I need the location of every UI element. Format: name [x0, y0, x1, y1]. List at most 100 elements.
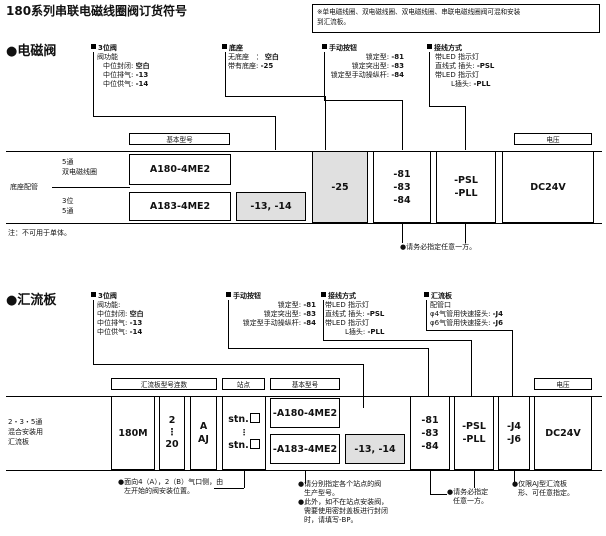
leader-line [471, 340, 472, 396]
leader-line [93, 364, 363, 365]
table-rule [6, 151, 602, 152]
station-slot-1[interactable]: stn. [228, 412, 260, 428]
s2-fn3-l1: ●请务必指定 [447, 488, 489, 496]
s2-wiring-l4-label: L插头: [345, 328, 368, 336]
manual-code-84: -84 [393, 194, 411, 206]
base-code: -25 [331, 181, 349, 193]
s1-pos-l3-code: -13 [135, 71, 149, 79]
s2-pos-l4-code: -14 [129, 328, 143, 336]
model-a180-box-2: -A180-4ME2 [270, 398, 340, 428]
s1-wiring-l2-label: 直线式 插头: [435, 62, 477, 70]
header-basic-model-2: 基本型号 [270, 378, 340, 390]
s1-wiring-l2-code: -PSL [476, 62, 495, 70]
s1-base-l2-code: -25 [260, 62, 274, 70]
wiring-code-pll-2: -PLL [462, 434, 486, 445]
s2-footnote-pick: ●请务必指定 任意一方。 [447, 488, 489, 506]
s1-base-l1-colon: ： [255, 53, 263, 61]
leader-line [426, 330, 512, 331]
s2-manual-group: 手动按钮 锁定型: -81 锁定突出型: -83 锁定型手动操纵杆: -84 [226, 292, 316, 328]
s1-base-l1-code: 空白 [264, 53, 279, 61]
s1-pos-l2-code: 空白 [135, 62, 150, 70]
s2-wiring-group: 接线方式 带LED 指示灯 直线式 插头: -PSL 带LED 指示灯 L插头:… [321, 292, 384, 337]
s1-pos-l1: 阀功能 [97, 53, 118, 61]
s2-manual-l3-label: 锁定型手动操纵杆: [242, 319, 304, 327]
leader-line [324, 52, 325, 100]
station-slot-2[interactable]: stn. [228, 438, 260, 454]
manifold-180m-box: 180M [111, 396, 155, 470]
manual-code-81: -81 [393, 168, 411, 180]
voltage-box: DC24V [502, 151, 594, 223]
note-box: ※单电磁线圈、双电磁线圈、双电磁线圈、串联电磁线圈阀可混和安装 到汇流板。 [312, 4, 600, 33]
s1-wiring-l4-label: L插头: [451, 80, 474, 88]
square-bullet-icon [222, 44, 227, 49]
leader-line [474, 470, 475, 494]
voltage-box-2: DC24V [534, 396, 592, 470]
station-checkbox-icon[interactable] [249, 413, 260, 423]
s2-manifold-group: 汇流板 配管口 φ4气管用快速接头: -J4 φ6气管用快速接头: -J6 [424, 292, 503, 328]
model-a180: A180-4ME2 [149, 164, 211, 175]
manifold-code-180m: 180M [118, 427, 148, 439]
s2-left-label-1: 2・3・5通 [8, 418, 43, 426]
model-a180-box: A180-4ME2 [129, 154, 231, 185]
page-title: 180系列串联电磁线圈阀订货符号 [6, 4, 188, 18]
s2-manifold-l2-label: φ4气管用快速接头: [430, 310, 493, 318]
s2-fn4-l2: 形、可任意指定。 [518, 489, 574, 497]
model-a183-box: A183-4ME2 [129, 192, 231, 221]
model-a183-box-2: -A183-4ME2 [270, 434, 340, 464]
leader-line [93, 52, 94, 116]
header-voltage: 电压 [514, 133, 592, 145]
s1-position-group: 3位阀 阀功能 中位封闭: 空白 中位排气: -13 中位供气: -14 [91, 44, 150, 89]
s1-wiring-title: 接线方式 [434, 44, 462, 52]
manual-code-81-2: -81 [421, 414, 439, 426]
units-dots: ⋮ [167, 427, 177, 438]
s1-pos-l4-code: -14 [135, 80, 149, 88]
leader-line [363, 364, 364, 408]
s2-wiring-l2-label: 直线式 插头: [325, 310, 367, 318]
s1-pos-l3-label: 中位排气: [103, 71, 136, 79]
s1-base-l1-label: 无底座 [228, 53, 249, 61]
s2-pos-l3-code: -13 [129, 319, 143, 327]
s2-position-group: 3位阀 阀功能: 中位封闭: 空白 中位排气: -13 中位供气: -14 [91, 292, 144, 337]
center-function-box: -13, -14 [236, 192, 306, 221]
s1-wiring-l1: 带LED 指示灯 [435, 53, 479, 61]
s2-manifold-l3-code: -J6 [492, 319, 504, 327]
s2-fn2-l2: 生产型号。 [304, 489, 339, 497]
wiring-code-box: -PSL -PLL [436, 151, 496, 223]
s2-manual-l3-code: -84 [303, 319, 316, 327]
s2-manifold-l2-code: -J4 [492, 310, 504, 318]
s2-wiring-l2-code: -PSL [366, 310, 385, 318]
wiring-code-psl: -PSL [454, 175, 478, 186]
s1-note-single: 注：不可用于单体。 [8, 229, 71, 237]
type-aj: AJ [198, 434, 209, 445]
s1-manual-l3-label: 锁定型手动操纵杆: [330, 71, 392, 79]
s2-pos-l4-label: 中位供气: [97, 328, 130, 336]
s1-left-label-double: 双电磁线圈 [62, 168, 97, 176]
section-manifold-heading: ●汇流板 [6, 293, 57, 308]
model-a183: A183-4ME2 [149, 201, 211, 212]
s2-wiring-title: 接线方式 [328, 292, 356, 300]
table-rule [6, 396, 602, 397]
leader-line [323, 340, 471, 341]
s2-fn1-l1: ●面向4（A），2（B）气口侧，由 [118, 478, 224, 486]
units-min: 2 [168, 415, 176, 426]
s1-pos-title: 3位阀 [98, 44, 117, 52]
manual-code-83: -83 [393, 181, 411, 193]
s2-fn2-l3: ●此外，如不在站点安装阀， [298, 498, 389, 506]
leader-line [244, 470, 245, 488]
s2-fn3-l2: 任意一方。 [453, 497, 488, 505]
s1-manual-l1-code: -81 [391, 53, 404, 61]
s1-pos-l4-label: 中位供气: [103, 80, 136, 88]
manual-code-box: -81 -83 -84 [373, 151, 431, 223]
note-line-2: 到汇流板。 [317, 18, 350, 26]
leader-line [305, 470, 306, 484]
station-checkbox-icon[interactable] [249, 439, 260, 449]
s1-wiring-group: 接线方式 带LED 指示灯 直线式 插头: -PSL 带LED 指示灯 L插头:… [427, 44, 494, 89]
s2-footnote-aj: ●仅限AJ型汇流板 形、可任意指定。 [512, 480, 574, 498]
leader-line [275, 116, 276, 150]
s1-left-label-5port-2: 5通 [62, 207, 74, 215]
s2-manual-l1-code: -81 [303, 301, 316, 309]
leader-line [93, 116, 275, 117]
fitting-code-j6: -J6 [506, 434, 522, 445]
s2-manual-title: 手动按钮 [233, 292, 261, 300]
center-function-box-2: -13, -14 [345, 434, 405, 464]
